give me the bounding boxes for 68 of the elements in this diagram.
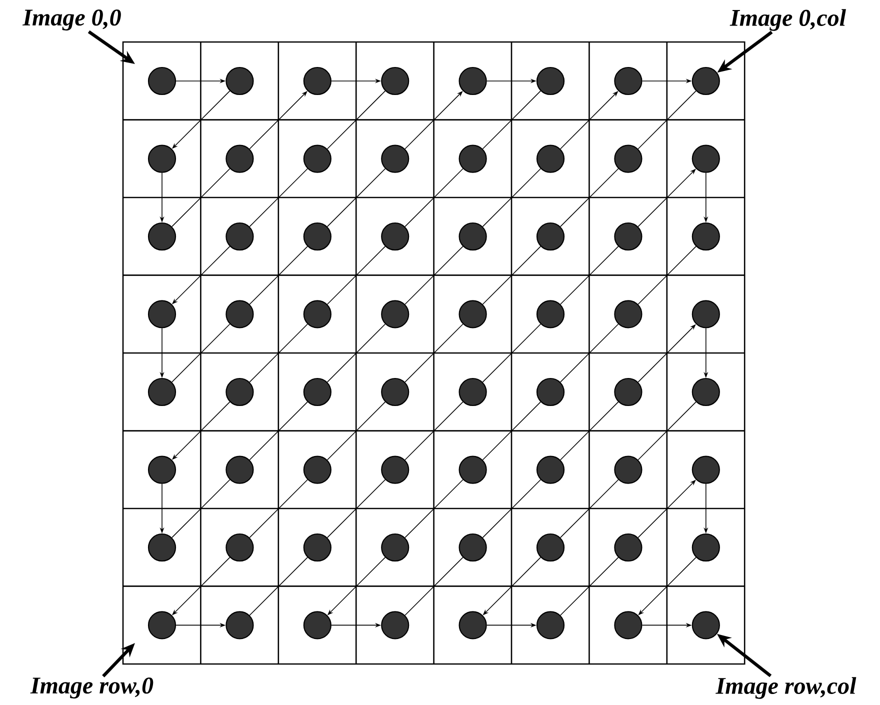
dot <box>692 222 720 251</box>
dot <box>692 300 720 328</box>
dot <box>381 533 410 562</box>
dot <box>303 144 332 173</box>
dot <box>458 533 487 562</box>
dot <box>458 144 487 173</box>
dot <box>226 300 254 328</box>
dot <box>536 66 565 96</box>
dot <box>458 611 487 640</box>
dot <box>226 66 254 96</box>
dot <box>458 456 487 484</box>
corner-label: Image 0,col <box>730 9 846 31</box>
dot <box>381 66 410 96</box>
dot <box>614 144 642 173</box>
dot <box>226 533 254 562</box>
dot <box>148 66 176 96</box>
dot <box>692 66 720 96</box>
dot <box>303 300 332 328</box>
dot <box>148 222 176 251</box>
dot <box>536 300 565 328</box>
corner-label: Image row,col <box>716 677 856 699</box>
dot <box>692 533 720 562</box>
dot <box>692 144 720 173</box>
corner-label: Image row,0 <box>30 677 154 699</box>
dot <box>536 144 565 173</box>
dot <box>614 456 642 484</box>
dot <box>692 456 720 484</box>
dot <box>303 611 332 640</box>
dot <box>614 300 642 328</box>
dot <box>692 611 720 640</box>
dot <box>303 378 332 406</box>
corner-label: Image 0,0 <box>22 9 121 31</box>
dot <box>458 66 487 96</box>
dot <box>148 533 176 562</box>
dot <box>381 378 410 406</box>
dot <box>381 611 410 640</box>
dot <box>381 300 410 328</box>
dot <box>226 222 254 251</box>
dot <box>303 456 332 484</box>
dot <box>148 144 176 173</box>
dot <box>536 456 565 484</box>
dot <box>614 222 642 251</box>
dot <box>226 144 254 173</box>
dot <box>303 66 332 96</box>
dot <box>614 378 642 406</box>
dot <box>458 222 487 251</box>
dot <box>536 222 565 251</box>
dot <box>303 222 332 251</box>
dot <box>148 456 176 484</box>
dot <box>381 144 410 173</box>
dot <box>148 378 176 406</box>
dot <box>226 456 254 484</box>
dot <box>458 300 487 328</box>
dot <box>226 611 254 640</box>
dot <box>381 222 410 251</box>
dot <box>148 611 176 640</box>
dot <box>536 611 565 640</box>
dot <box>536 378 565 406</box>
dot <box>458 378 487 406</box>
dot <box>614 66 642 96</box>
dot <box>614 611 642 640</box>
dot <box>614 533 642 562</box>
dot <box>692 378 720 406</box>
dot <box>303 533 332 562</box>
dot <box>226 378 254 406</box>
dot <box>381 456 410 484</box>
dot <box>536 533 565 562</box>
dot <box>148 300 176 328</box>
